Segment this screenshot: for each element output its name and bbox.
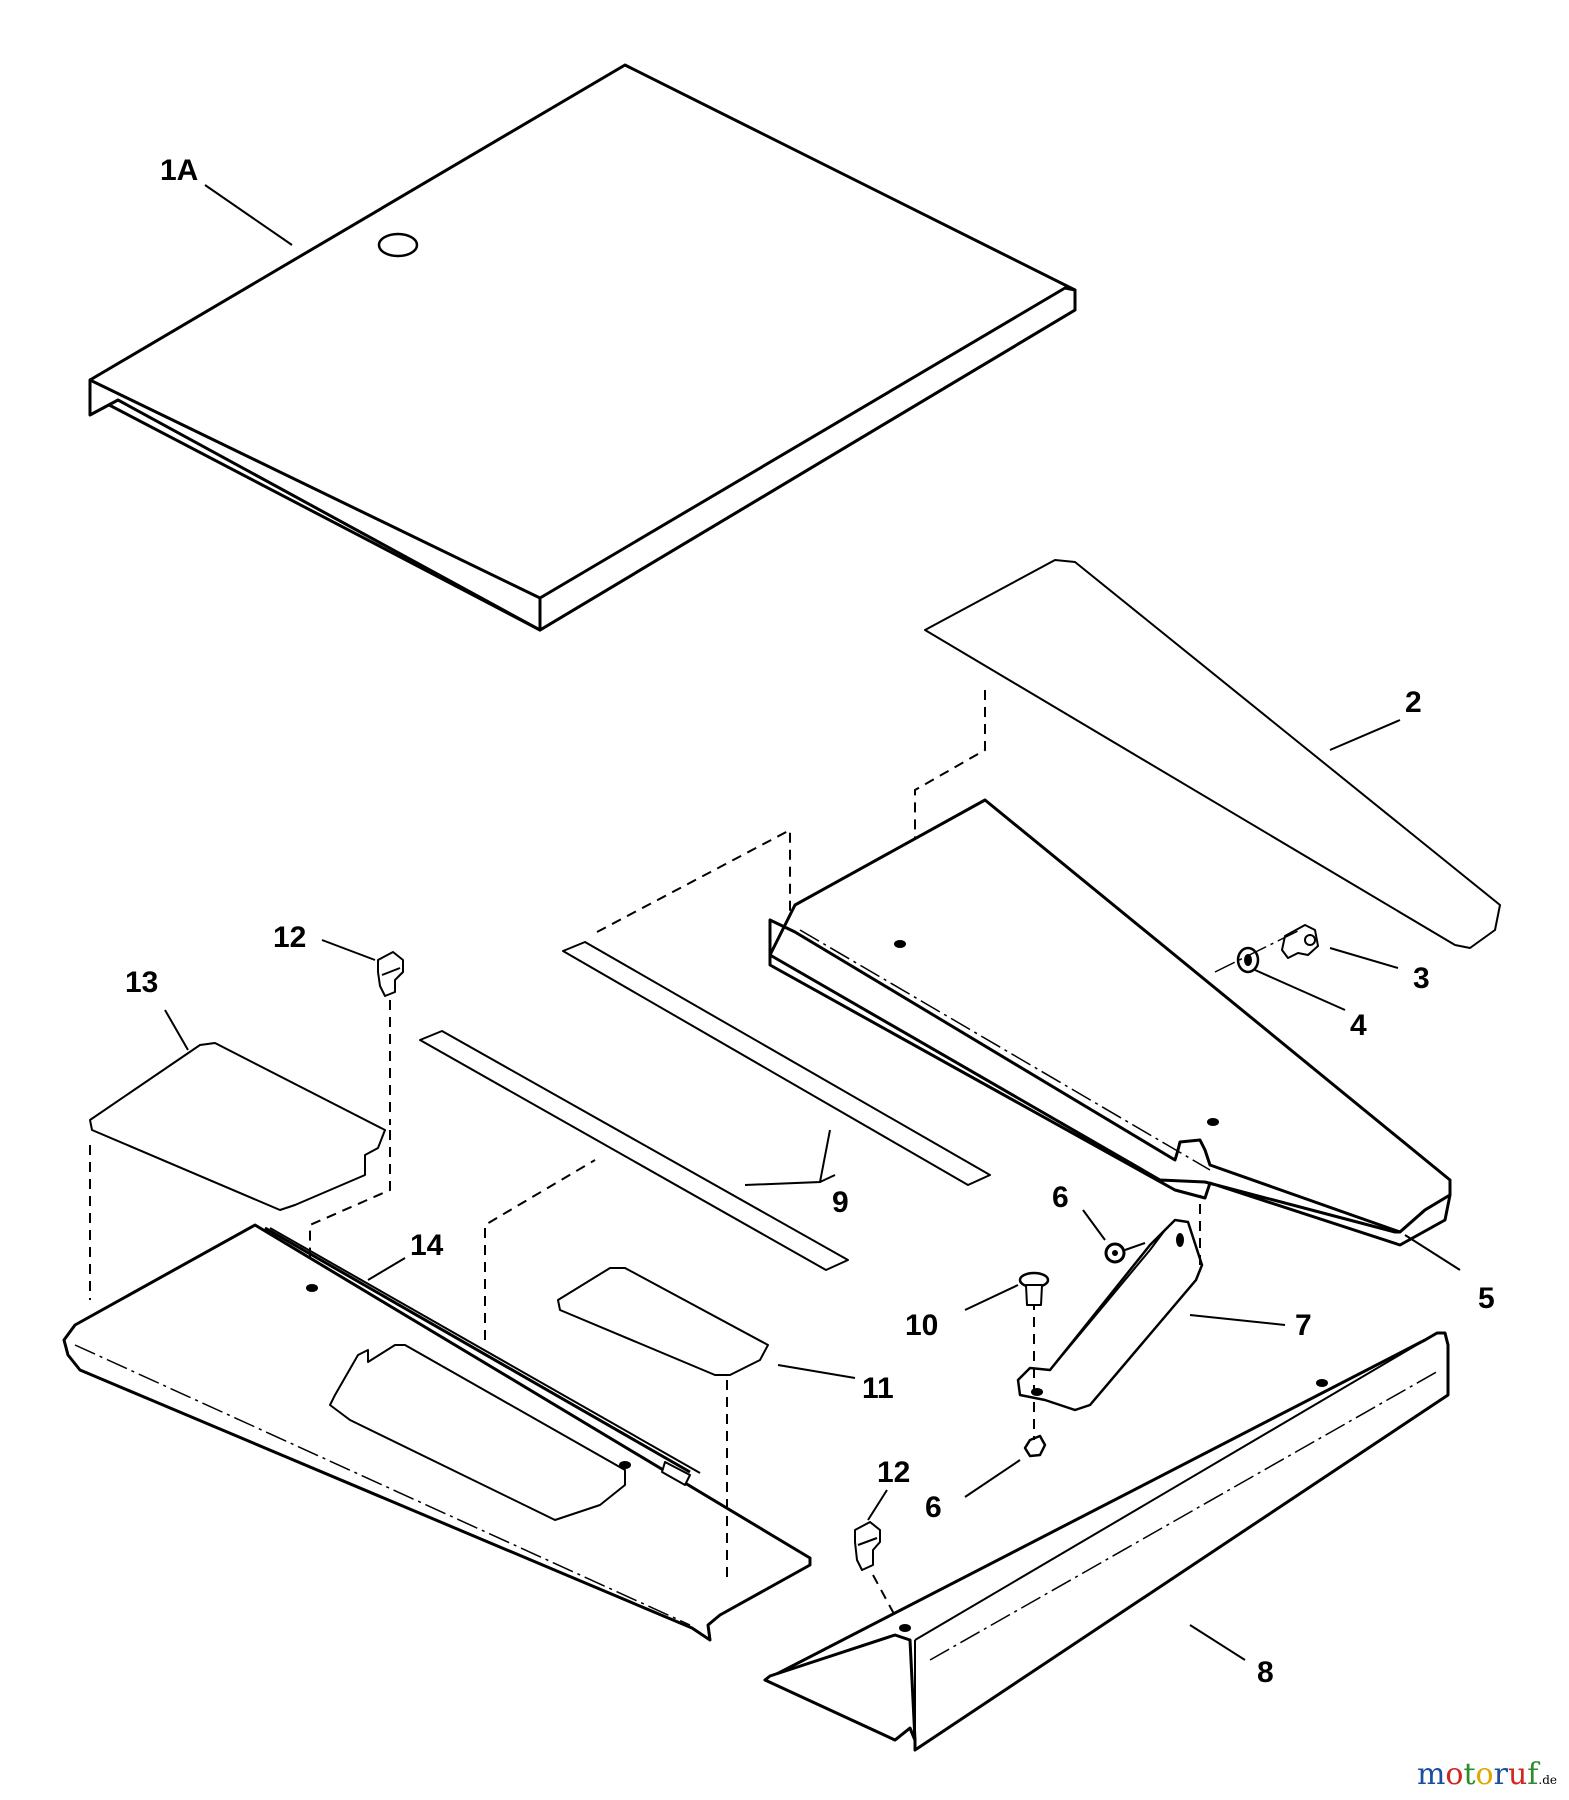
- hole-8b: [899, 1624, 911, 1632]
- leader-6b: [964, 1459, 1021, 1498]
- leader-10: [964, 1284, 1019, 1311]
- watermark-letter: u: [1507, 1757, 1528, 1792]
- fastener-axis-3-4: [1214, 929, 1301, 973]
- callout-12-upper: 12: [273, 921, 306, 954]
- part-6-nut-upper: [1104, 1242, 1126, 1264]
- watermark-letter: r: [1493, 1757, 1508, 1792]
- leader-5: [1404, 1234, 1461, 1271]
- part-6-nut-lower: [1023, 1434, 1047, 1458]
- hole-14b: [619, 1461, 631, 1469]
- part-3-bolt: [1281, 924, 1319, 959]
- leader-12-lower: [867, 1489, 888, 1521]
- part-11-plate: [557, 1267, 769, 1376]
- watermark-letter: o: [1475, 1757, 1494, 1792]
- callout-7: 7: [1295, 1309, 1312, 1342]
- part-9-strips: [419, 941, 991, 1271]
- hole-14a: [306, 1284, 318, 1292]
- part-7-bracket: [1016, 1218, 1204, 1412]
- callout-5: 5: [1478, 1282, 1495, 1315]
- rail-centerline-8: [929, 1369, 1441, 1661]
- callout-6-upper: 6: [1052, 1181, 1069, 1214]
- hole-5b: [1207, 1118, 1219, 1126]
- leader-14: [367, 1257, 406, 1281]
- cover-hole: [377, 232, 419, 258]
- callout-8: 8: [1257, 1656, 1274, 1689]
- watermark-letter: t: [1463, 1757, 1476, 1792]
- leader-6a: [1082, 1209, 1106, 1241]
- alignment-line-9: [596, 828, 791, 933]
- callout-12-lower: 12: [877, 1456, 910, 1489]
- callout-9: 9: [832, 1186, 849, 1219]
- callout-11: 11: [862, 1372, 894, 1405]
- hole-5a: [894, 940, 906, 948]
- leader-11: [777, 1364, 856, 1379]
- callout-1a: 1A: [160, 154, 198, 187]
- part-13-plate: [89, 1042, 386, 1211]
- leader-13: [164, 1009, 189, 1051]
- leader-lines: [164, 184, 1461, 1661]
- part-5-right-channel: [768, 798, 1452, 1247]
- callout-14: 14: [410, 1229, 444, 1262]
- alignment-line-12-lower: [872, 1574, 901, 1626]
- part-10-carriage-bolt: [1018, 1271, 1050, 1306]
- callout-4: 4: [1350, 1009, 1367, 1042]
- channel-centerline-14: [74, 1344, 691, 1626]
- callout-labels: 1A 2 3 4 5 6 7 8 9 10 11 12 12 13 14 6: [125, 154, 1495, 1689]
- watermark-letter: m: [1416, 1757, 1446, 1792]
- part-1a-top-cover: [88, 63, 1077, 632]
- part-12-bolt-lower: [854, 1521, 881, 1571]
- alignment-line-14: [484, 1159, 596, 1340]
- watermark-letter: o: [1445, 1757, 1464, 1792]
- watermark-logo: motoruf.de: [1417, 1757, 1557, 1792]
- part-14-left-channel: [62, 1223, 812, 1642]
- leader-7: [1189, 1314, 1286, 1326]
- watermark-suffix: .de: [1538, 1773, 1557, 1787]
- leader-2: [1329, 719, 1401, 751]
- part-12-bolt-upper: [377, 951, 404, 997]
- part-2-tapered-plate: [924, 559, 1501, 949]
- leader-12-upper: [321, 939, 376, 961]
- leader-3: [1329, 947, 1399, 969]
- callout-3: 3: [1413, 962, 1430, 995]
- callout-2: 2: [1405, 686, 1422, 719]
- leader-8: [1189, 1624, 1246, 1661]
- callout-10: 10: [905, 1309, 938, 1342]
- callout-6-lower: 6: [925, 1491, 942, 1524]
- callout-13: 13: [125, 966, 158, 999]
- watermark-letter: f: [1527, 1757, 1539, 1792]
- leader-9: [744, 1129, 836, 1186]
- hole-8a: [1316, 1379, 1328, 1387]
- part-8-angle-rail: [763, 1331, 1450, 1752]
- leader-4: [1254, 969, 1346, 1011]
- channel-centerline-5: [799, 929, 1211, 1171]
- watermark-text: motoruf: [1417, 1757, 1538, 1792]
- leader-1a: [204, 184, 293, 246]
